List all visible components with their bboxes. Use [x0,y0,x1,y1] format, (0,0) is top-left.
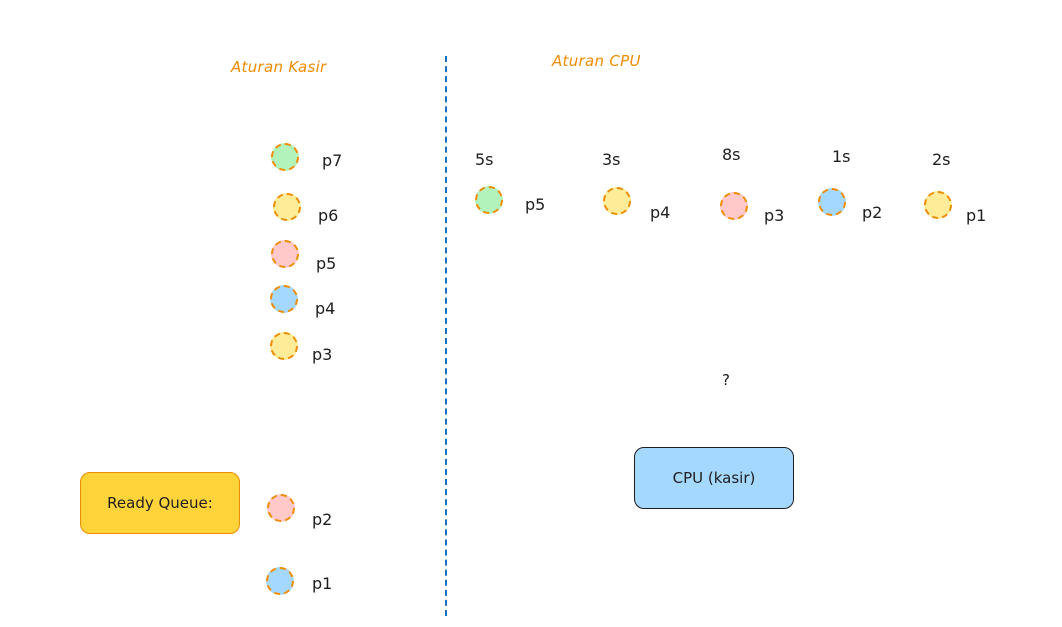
cpu-process-circle-p4 [603,187,631,215]
cpu-process-circle-p5 [475,186,503,214]
process-label-p6: p6 [318,206,339,225]
process-label-p7: p7 [322,151,343,170]
process-label-p5: p5 [316,254,337,273]
process-label-p3: p3 [312,345,333,364]
cpu-process-label-p1: p1 [966,206,987,225]
process-circle-p4 [270,285,298,313]
process-label-p4: p4 [315,299,336,318]
process-label-p2: p2 [312,510,333,529]
cpu-process-label-p4: p4 [650,203,671,222]
cpu-box: CPU (kasir) [634,447,794,509]
burst-time-p2: 1s [832,147,851,166]
burst-time-p1: 2s [932,150,951,169]
heading-aturan-kasir: Aturan Kasir [231,58,327,76]
process-circle-p2 [267,494,295,522]
process-circle-p5 [271,240,299,268]
cpu-process-label-p3: p3 [764,206,785,225]
cpu-process-label-p5: p5 [525,195,546,214]
process-circle-p3 [270,332,298,360]
process-circle-p1 [266,567,294,595]
burst-time-p4: 3s [602,150,621,169]
process-circle-p7 [271,143,299,171]
cpu-box-label: CPU (kasir) [672,469,756,487]
heading-aturan-cpu: Aturan CPU [552,52,641,70]
ready-queue-label: Ready Queue: [107,494,213,512]
burst-time-p3: 8s [722,145,741,164]
section-divider [445,56,447,616]
question-mark: ? [722,371,730,389]
cpu-process-circle-p3 [720,192,748,220]
cpu-process-circle-p2 [818,188,846,216]
ready-queue-box: Ready Queue: [80,472,240,534]
burst-time-p5: 5s [475,150,494,169]
cpu-process-circle-p1 [924,191,952,219]
cpu-process-label-p2: p2 [862,203,883,222]
process-circle-p6 [273,193,301,221]
process-label-p1: p1 [312,574,333,593]
